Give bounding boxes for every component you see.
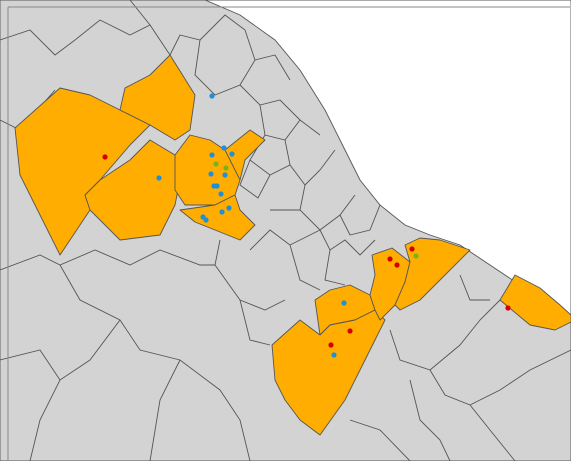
blue-marker[interactable] xyxy=(209,152,215,158)
district-highlight-north[interactable] xyxy=(119,54,196,141)
blue-marker[interactable] xyxy=(208,171,214,177)
district-highlight-center-south[interactable] xyxy=(179,194,256,241)
blue-marker[interactable] xyxy=(221,145,227,151)
map-frame-border xyxy=(7,6,570,461)
red-marker[interactable] xyxy=(387,256,393,262)
blue-marker[interactable] xyxy=(203,217,209,223)
red-marker[interactable] xyxy=(394,262,400,268)
red-marker[interactable] xyxy=(328,342,334,348)
blue-marker[interactable] xyxy=(226,205,232,211)
green-marker[interactable] xyxy=(213,161,219,167)
blue-marker[interactable] xyxy=(156,175,162,181)
district-highlight-south-b[interactable] xyxy=(271,309,386,436)
green-marker[interactable] xyxy=(223,165,229,171)
blue-marker[interactable] xyxy=(214,183,220,189)
district-highlight-east[interactable] xyxy=(499,274,571,331)
green-marker[interactable] xyxy=(413,253,419,259)
blue-marker[interactable] xyxy=(218,191,224,197)
marker-layer xyxy=(102,93,511,358)
blue-marker[interactable] xyxy=(331,352,337,358)
blue-marker[interactable] xyxy=(222,172,228,178)
red-marker[interactable] xyxy=(505,305,511,311)
highlighted-districts xyxy=(14,54,571,436)
blue-marker[interactable] xyxy=(341,300,347,306)
red-marker[interactable] xyxy=(347,328,353,334)
red-marker[interactable] xyxy=(102,154,108,160)
blue-marker[interactable] xyxy=(219,209,225,215)
blue-marker[interactable] xyxy=(229,151,235,157)
red-marker[interactable] xyxy=(409,246,415,252)
blue-marker[interactable] xyxy=(209,93,215,99)
district-highlight-center-east[interactable] xyxy=(224,129,266,181)
